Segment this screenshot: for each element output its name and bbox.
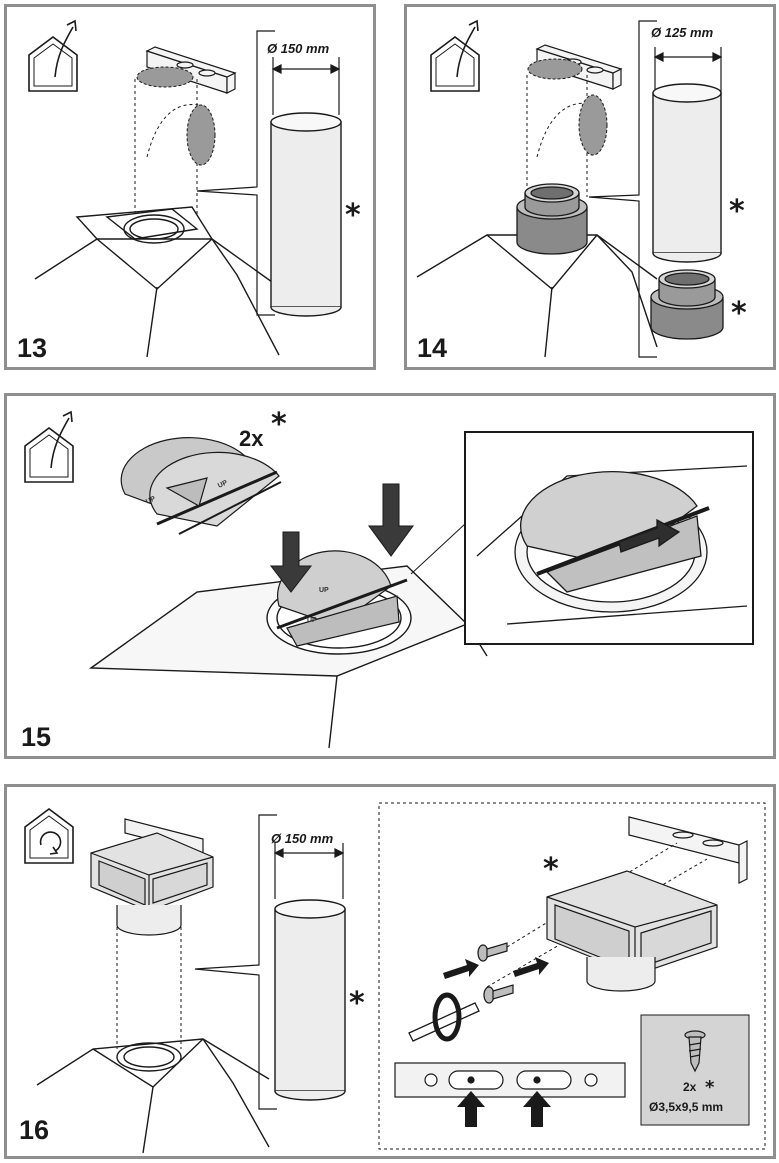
step-16-illustration: Ø 150 mm * * [19,802,766,1154]
optional-part-mark-pipe: * [349,986,365,1021]
step-number: 15 [21,722,51,752]
screw-size-label: Ø3,5x9,5 mm [649,1100,723,1114]
screwdriver [408,992,480,1042]
panel-step-14: Ø 125 mm * * 14 [404,4,776,370]
duct-outlet-shadow [527,58,583,80]
screw-quantity: 2x [683,1080,697,1094]
detail-flap-hinge [476,465,748,625]
duct-pipe [274,899,346,1101]
recirculation-unit [90,818,214,936]
wall-fixing-inset [378,802,766,1150]
flap-label-3: UP [319,587,329,594]
reducer-installed [516,183,588,255]
push-down-arrow-right [368,483,414,557]
optional-part-mark: * [271,407,287,442]
slot-arrow-left [457,1091,485,1127]
step-number: 14 [417,333,447,363]
recirculation-house-icon [24,808,74,864]
zoom-callout-line [410,523,466,575]
hood-body [416,234,658,358]
step-15-illustration: 2x * UP UP UP UP [21,407,754,752]
insert-arrow-right [513,957,549,977]
hood-body [36,1038,270,1154]
wall-bracket [628,816,748,884]
ducted-exhaust-house-icon [430,19,480,92]
duct-pipe [270,112,342,317]
diameter-dimension [271,57,341,115]
mounting-screw-lower [483,984,514,1004]
wall-bracket [145,46,237,94]
panel-step-15: 2x * UP UP UP UP [4,393,776,759]
optional-part-mark: * [345,198,361,233]
screw-icon [684,1030,706,1073]
duct-diameter-label: Ø 150 mm [271,831,334,846]
optional-part-mark-unit: * [543,852,559,887]
optional-part-mark-reducer: * [731,296,747,331]
flap-label-2: UP [217,479,229,490]
panel-step-13: Ø 150 mm * 13 [4,4,376,370]
recirculation-unit-mounting [546,870,718,992]
diameter-dimension [653,47,723,95]
alignment-lines [116,927,182,1049]
step-number: 13 [17,333,47,363]
bracket-slot-detail [394,1062,626,1098]
backdraft-flaps-loose [120,437,282,535]
spare-reducer [650,269,724,340]
callout-bracket [194,814,277,1110]
insert-arrow-left [443,959,479,979]
flap-label-4: UP [307,617,317,624]
step-13-illustration: Ø 150 mm * 13 [17,19,361,363]
ducted-exhaust-house-icon [24,410,74,483]
screw-optional-mark: * [705,1077,715,1098]
hood-body [34,206,280,358]
duct-outlet-side-shadow [186,104,216,166]
duct-diameter-label: Ø 125 mm [651,25,714,40]
flap-label-1: UP [145,495,157,506]
step-number: 16 [19,1115,49,1145]
push-down-arrow-left [269,531,313,593]
flap-quantity: 2x [239,426,264,451]
duct-pipe [652,83,722,263]
slot-arrow-right [523,1091,551,1127]
duct-diameter-label: Ø 150 mm [267,41,330,56]
optional-part-mark-pipe: * [729,194,745,229]
duct-outlet-side-shadow [578,94,608,156]
panel-step-16: Ø 150 mm * * [4,784,776,1159]
duct-outlet-shadow [136,66,194,88]
mounting-screw-upper [477,942,508,962]
ducted-exhaust-house-icon [28,19,78,92]
diameter-dimension [273,843,345,899]
callout-bracket [588,20,657,358]
step-14-illustration: Ø 125 mm * * 14 [416,19,747,363]
callout-bracket [196,30,275,316]
